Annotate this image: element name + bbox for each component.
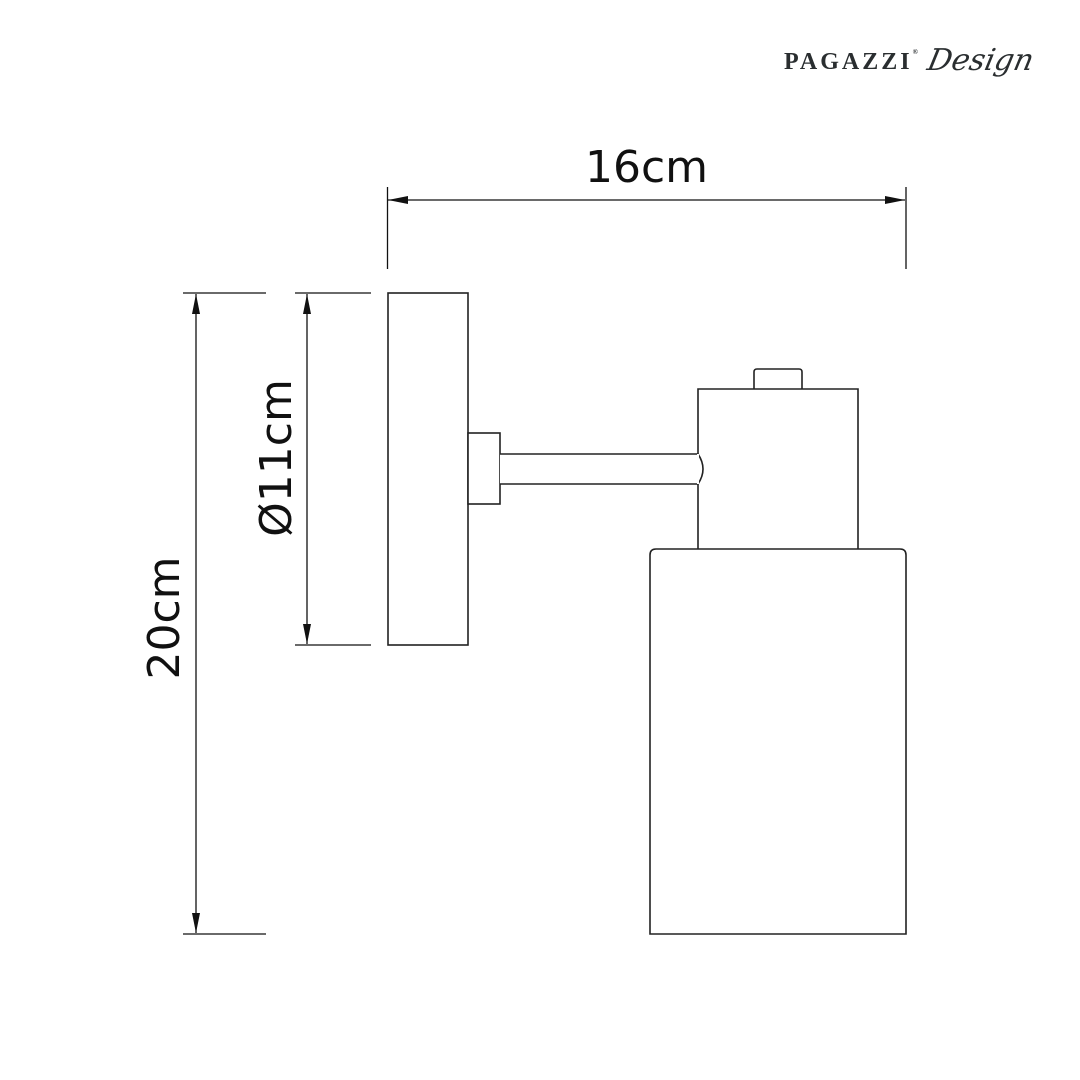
top-knob [753, 368, 803, 389]
height-dimension [183, 292, 266, 935]
wall-backplate [387, 292, 469, 646]
height-label: 20cm [139, 556, 190, 680]
width-dimension [386, 187, 907, 269]
lamp-shade [649, 548, 907, 935]
brand-name: PAGAZZI® [784, 47, 918, 75]
diameter-label: Ø11cm [251, 379, 302, 537]
brand-logo: PAGAZZI® Design [784, 28, 1037, 88]
lamp-arm [500, 453, 704, 485]
lamp-outline [387, 292, 907, 935]
diameter-dimension [295, 292, 371, 646]
arm-mount [467, 432, 501, 505]
width-label: 16cm [585, 142, 709, 193]
lamp-holder [697, 388, 859, 549]
